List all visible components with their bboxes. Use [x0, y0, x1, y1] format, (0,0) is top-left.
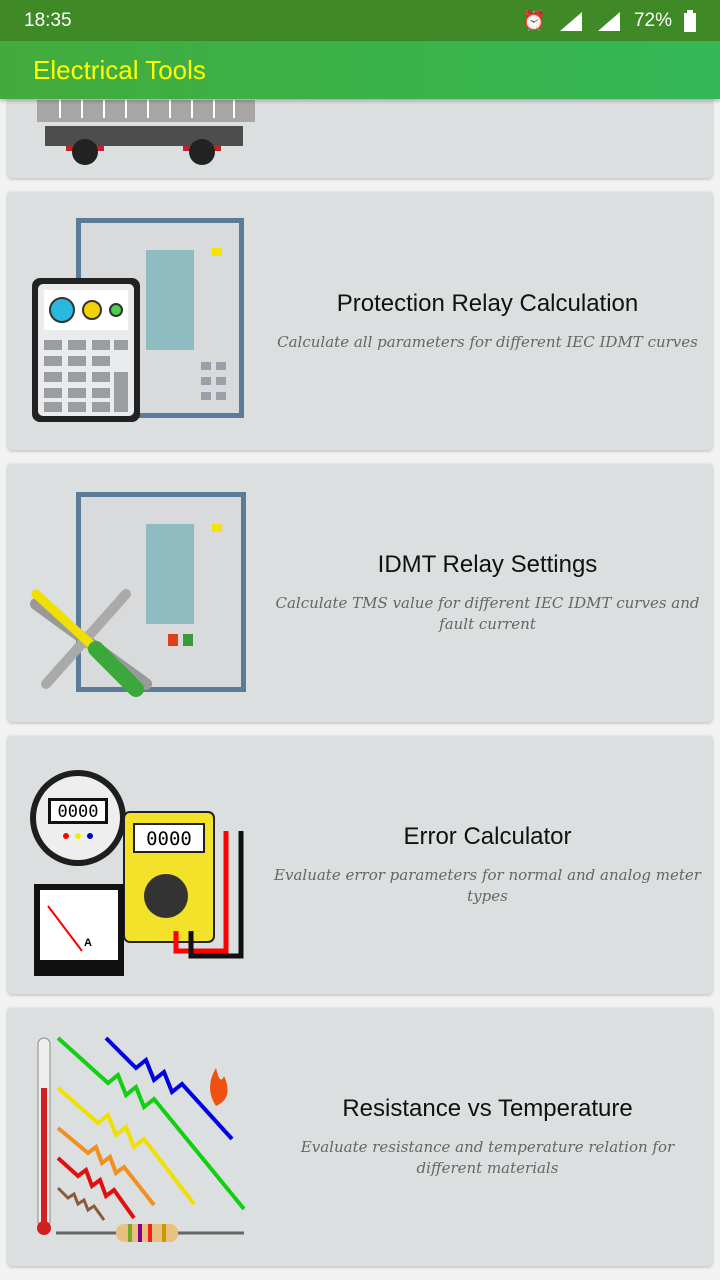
signal-icon [559, 11, 582, 31]
signal-icon [597, 11, 620, 31]
status-time: 18:35 [24, 9, 72, 31]
battery-percent: 72% [633, 9, 672, 31]
relay-tools-image [30, 492, 246, 697]
transformer-image [37, 100, 255, 165]
card-subtitle: Evaluate error parameters for normal and… [274, 866, 701, 905]
meters-image: 0000 0000 A [30, 770, 244, 976]
multimeter-display: 0000 [146, 828, 192, 850]
card-subtitle: Calculate TMS value for different IEC ID… [275, 594, 700, 633]
app-bar: Electrical Tools [0, 41, 720, 99]
card-subtitle: Calculate all parameters for different I… [277, 332, 698, 351]
app-title: Electrical Tools [33, 54, 206, 85]
battery-icon [684, 9, 696, 32]
ammeter-label: A [84, 937, 92, 949]
card-title: IDMT Relay Settings [377, 551, 598, 578]
resistance-temperature-image [37, 1036, 246, 1242]
status-bar: 18:35 ⏰ 72% [0, 0, 720, 41]
meter-display: 0000 [58, 802, 99, 822]
relay-calculator-image [32, 218, 244, 422]
card-title: Resistance vs Temperature [342, 1095, 633, 1122]
card-title: Error Calculator [403, 823, 572, 850]
card-title: Protection Relay Calculation [336, 289, 639, 317]
card-subtitle: Evaluate resistance and temperature rela… [300, 1138, 675, 1177]
alarm-icon: ⏰ [522, 10, 546, 32]
